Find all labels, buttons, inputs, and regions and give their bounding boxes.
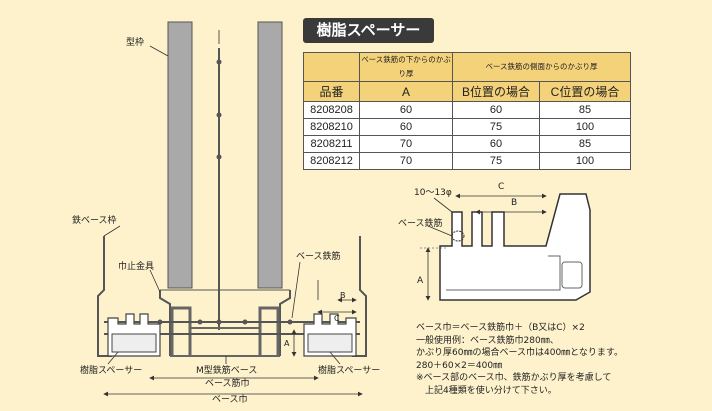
dim-b-right: B xyxy=(511,198,518,208)
cell-b: 75 xyxy=(452,118,540,136)
page-title: 樹脂スペーサー xyxy=(303,18,434,43)
table-row: 8208211 70 60 85 xyxy=(303,135,631,153)
left-cross-section xyxy=(97,21,367,397)
cell-a: 70 xyxy=(359,152,453,170)
label-diameter: 10～13φ xyxy=(414,188,452,198)
dim-a-left: A xyxy=(284,339,290,348)
cell-b: 75 xyxy=(452,152,540,170)
table-row: 8208212 70 75 100 xyxy=(303,152,631,170)
spacer-profile xyxy=(439,193,591,301)
dim-b-left: B xyxy=(340,291,346,300)
label-katawaku: 型枠 xyxy=(126,38,145,48)
header-part-no: 品番 xyxy=(303,81,360,102)
table-row: 8208210 60 75 100 xyxy=(303,118,631,136)
table-corner xyxy=(303,52,360,82)
cell-c: 85 xyxy=(539,101,631,119)
table-row: 8208208 60 60 85 xyxy=(303,101,631,119)
cell-c: 100 xyxy=(539,118,631,136)
label-base-rebar: ベース鉄筋 xyxy=(296,252,341,262)
header-bottom-cover: ベース鉄筋の下からのかぶり厚 xyxy=(359,52,453,82)
header-b: B位置の場合 xyxy=(452,81,540,102)
cell-part-no: 8208211 xyxy=(303,135,360,153)
label-habadome: 巾止金具 xyxy=(118,262,155,272)
dim-rebar-width: ベース筋巾 xyxy=(205,379,250,389)
dim-c-right: C xyxy=(498,182,505,192)
dim-a-right: A xyxy=(417,276,424,286)
cell-part-no: 8208210 xyxy=(303,118,360,136)
note-line: 一般使用例：ベース鉄筋巾280㎜、 xyxy=(416,335,559,346)
cell-a: 60 xyxy=(359,101,453,119)
cell-b: 60 xyxy=(452,135,540,153)
dim-base-width: ベース巾 xyxy=(212,395,248,405)
label-base-rebar-detail: ベース鉄筋 xyxy=(398,219,443,229)
dim-c-left: C xyxy=(334,314,340,323)
note-line: ベース巾＝ベース鉄筋巾＋（B又はC）×2 xyxy=(416,323,585,333)
note-line: ※ベース部のベース巾、鉄筋かぶり厚を考慮して xyxy=(416,373,612,383)
cell-part-no: 8208208 xyxy=(303,101,360,119)
cell-a: 70 xyxy=(359,135,453,153)
formwork-left xyxy=(167,21,193,289)
note-line: 280＋60×2＝400㎜ xyxy=(416,360,503,371)
label-spacer-right: 樹脂スペーサー xyxy=(318,366,381,376)
cell-c: 85 xyxy=(539,135,631,153)
formwork-right xyxy=(257,21,283,289)
cell-a: 60 xyxy=(359,118,453,136)
note-line: 上記4種類を使い分けて下さい。 xyxy=(416,385,557,396)
header-a: A xyxy=(359,81,453,102)
cell-part-no: 8208212 xyxy=(303,152,360,170)
label-base-frame: 鉄ベース枠 xyxy=(72,216,117,226)
spec-table: ベース鉄筋の下からのかぶり厚 ベース鉄筋の側面からのかぶり厚 品番 A B位置の… xyxy=(303,52,631,170)
label-m-rebar: M型鉄筋ベース xyxy=(196,366,258,376)
header-c: C位置の場合 xyxy=(539,81,631,102)
label-spacer-left: 樹脂スペーサー xyxy=(80,366,143,376)
usage-notes: ベース巾＝ベース鉄筋巾＋（B又はC）×2 一般使用例：ベース鉄筋巾280㎜、 か… xyxy=(416,322,623,397)
cell-b: 60 xyxy=(452,101,540,119)
header-side-cover: ベース鉄筋の側面からのかぶり厚 xyxy=(452,52,631,82)
cell-c: 100 xyxy=(539,152,631,170)
note-line: かぶり厚60㎜の場合ベース巾は400㎜となります。 xyxy=(416,348,624,358)
right-spacer-detail xyxy=(420,193,591,301)
